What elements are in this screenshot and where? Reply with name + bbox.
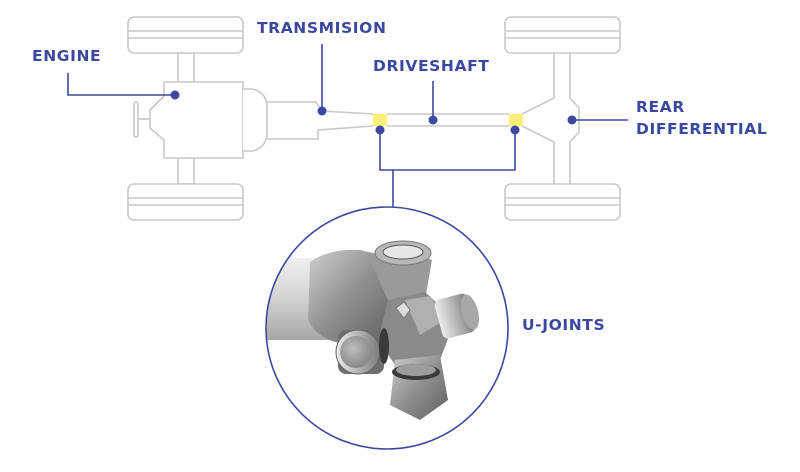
rear-differential-label-line1: REAR — [636, 98, 685, 116]
rear-left-wheel — [504, 16, 621, 54]
engine-leader — [67, 73, 175, 96]
engine-block — [133, 81, 268, 159]
callout-lines — [67, 44, 628, 207]
driveshaft-label: DRIVESHAFT — [373, 57, 490, 75]
u-joints-label: U-JOINTS — [522, 316, 606, 334]
callout-dots — [170, 90, 577, 135]
transmission-housing — [267, 101, 374, 140]
u-joints-leader-bracket — [379, 130, 516, 171]
front-right-wheel — [127, 183, 244, 221]
engine-dot — [170, 90, 180, 100]
engine-label: ENGINE — [32, 47, 102, 65]
rear-right-wheel — [504, 183, 621, 221]
front-u-joint-dot — [375, 125, 385, 135]
front-u-joint-highlight — [373, 114, 387, 126]
transmission-label: TRANSMISION — [257, 19, 387, 37]
rear-differential-dot — [567, 115, 577, 125]
front-axle — [127, 16, 244, 221]
transmission-dot — [317, 106, 327, 116]
rear-u-joint-highlight — [509, 114, 523, 126]
u-joint-inset — [265, 206, 509, 450]
front-left-wheel — [127, 16, 244, 54]
driveshaft-tube — [387, 113, 509, 127]
rear-differential-label-line2: DIFFERENTIAL — [636, 120, 768, 138]
driveshaft-dot — [428, 115, 438, 125]
rear-u-joint-dot — [510, 125, 520, 135]
chassis-outline — [127, 16, 621, 221]
rear-axle — [504, 16, 621, 221]
inset-circle-border — [265, 206, 509, 450]
